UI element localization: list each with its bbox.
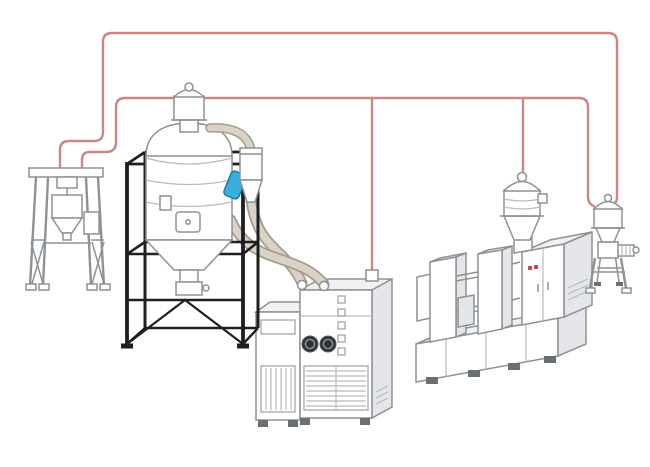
dryer-indicator-square: [337, 334, 346, 343]
station-top-beam: [28, 167, 104, 178]
machine-hopper-loader: Machine mounted hopper loader: [500, 171, 548, 241]
dryer-tower-panel: [260, 319, 296, 335]
dryer-knob-left-ring: [304, 338, 316, 350]
hopper-cone: [144, 239, 234, 271]
dryer-indicator-square: [337, 295, 346, 304]
dosing-foot: [621, 287, 632, 294]
dosing-back-foot: [594, 282, 601, 286]
hose-return: [247, 196, 306, 287]
station-hopper-outlet: [62, 232, 72, 241]
dryer-knob-right-ring: [322, 338, 334, 350]
imm-clamp-cylinder: [416, 273, 432, 322]
valve-handle: [202, 284, 210, 292]
machine-loader-lid: [516, 171, 528, 183]
hopper-loader-body: [173, 95, 205, 121]
dust-collector: Cyclone dust collector: [205, 123, 264, 203]
imm-foot: [426, 377, 438, 384]
imm-base-seams: [445, 324, 527, 377]
hopper-slide-valve: [175, 281, 203, 296]
dryer-tower-vent-frame: [260, 365, 296, 413]
dryer-foot: [360, 418, 370, 425]
imm-cabinet-side: [563, 230, 593, 319]
injection-molding-machine: Injection molding machine Machine mounte…: [415, 171, 593, 384]
imm-side-vents: [567, 278, 589, 301]
station-legs: [28, 176, 106, 287]
dry-air-hoses: Dry air hoses: [225, 194, 330, 292]
dryer-tower-vent-lines: [265, 368, 292, 410]
station-hopper-cone: [50, 217, 84, 234]
dosing-motor-fins: [621, 245, 631, 256]
dryer-vent-lines: [306, 366, 366, 410]
bigbag-station: Big bag unloading station: [25, 167, 111, 291]
station-foot: [38, 283, 50, 291]
station-hopper-body: [51, 194, 83, 219]
hose-flange-right: [318, 280, 330, 292]
stand-braces: [126, 299, 244, 345]
imm-tie-bar-stubs: [511, 261, 521, 301]
dosing-station: Dosing and feeding station: [585, 193, 640, 294]
dryer-side-vents: [375, 385, 389, 405]
hopper-control-box: [159, 195, 172, 211]
imm-foot: [508, 363, 520, 370]
imm-foot: [544, 356, 556, 363]
dryer-foot: [258, 420, 268, 427]
station-trolley: [56, 176, 78, 189]
imm-platen2-front: [477, 249, 503, 335]
dosing-loader-lid: [603, 193, 613, 203]
cyclone-cone: [238, 179, 264, 203]
station-foot: [99, 283, 111, 291]
station-side-box: [83, 211, 100, 235]
dryer-foot: [300, 418, 310, 425]
hopper-access-door: [175, 211, 201, 233]
hopper-discharge: [179, 269, 199, 283]
dosing-rails: [591, 267, 625, 273]
machine-loader-body: [503, 189, 541, 217]
machine-loader-bands: [503, 198, 541, 210]
dryer-indicator-square: [337, 347, 346, 356]
dosing-motor-cap: [632, 246, 640, 254]
imm-button-red: [528, 266, 532, 270]
imm-platen2-side: [501, 244, 513, 331]
door-knob: [185, 219, 191, 225]
hopper-loader-lid: [184, 82, 194, 92]
dosing-front-legs: [588, 257, 628, 289]
station-foot: [25, 283, 37, 291]
dryer-indicator-square: [337, 308, 346, 317]
dryer-main-side: [371, 277, 393, 420]
station-foot: [86, 283, 98, 291]
pipe-mid-loop: [80, 96, 596, 208]
hose-supply: [227, 216, 328, 288]
dryer-indicator-square: [337, 321, 346, 330]
imm-foot: [468, 370, 480, 377]
imm-platen1-front: [429, 256, 457, 343]
hopper-rim: [145, 157, 233, 165]
machine-loader-dome: [502, 180, 542, 192]
dosing-foot: [585, 287, 596, 294]
cyclone-body: [239, 147, 263, 181]
dosing-block: [597, 241, 619, 259]
imm-mold-block: [457, 294, 475, 328]
station-braces: [30, 239, 105, 285]
machine-loader-fitting: [537, 193, 548, 204]
dryer-foot: [288, 420, 298, 427]
dosing-loader-body: [593, 207, 623, 229]
dryer-knob-left: [301, 335, 319, 353]
imm-door-handles: [537, 282, 549, 292]
dryer-pipe-fitting: [365, 269, 379, 282]
dryer-knob-right: [319, 335, 337, 353]
hopper-bands: [145, 179, 233, 208]
drying-hopper-unit: Drying hopper on floor stand: [121, 82, 264, 349]
return-elbow: [206, 124, 255, 154]
dosing-back-foot: [616, 282, 623, 286]
imm-button-red: [534, 265, 538, 269]
imm-tie-bars: [455, 271, 479, 316]
hose-flange-left: [296, 279, 308, 291]
